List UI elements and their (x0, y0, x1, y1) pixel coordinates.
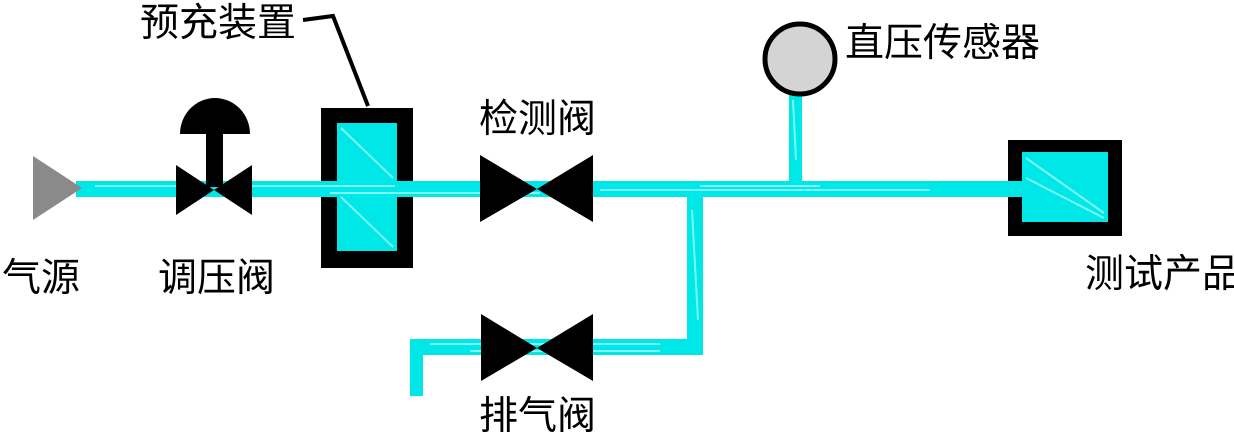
valves (176, 98, 593, 381)
exhaust-bowtie-left (481, 314, 537, 381)
precharge-leader-line (302, 13, 370, 107)
test-product-label: 测试产品 (1085, 253, 1234, 296)
exhaust-valve (481, 314, 593, 381)
gas-source-arrow (33, 156, 82, 220)
test-product-chamber (1022, 152, 1108, 222)
regulator-stem (206, 131, 223, 187)
regulator-valve (176, 98, 252, 215)
vertical-pipe-streaks (691, 99, 797, 321)
pipe-highlights (95, 99, 1105, 352)
regulator-bowtie-right (214, 165, 252, 215)
regulator-valve-label: 调压阀 (158, 257, 275, 300)
pressure-sensor-label: 直压传感器 (845, 22, 1040, 65)
detection-bowtie-left (480, 155, 537, 222)
test-product-streaks (1025, 157, 1105, 219)
exhaust-outlet-pipe (410, 339, 423, 396)
gas-source-label: 气源 (2, 257, 80, 300)
detection-valve (480, 155, 593, 222)
precharge-streaks (340, 127, 394, 248)
exhaust-valve-label: 排气阀 (479, 395, 596, 432)
regulator-dome (180, 98, 250, 134)
detection-valve-label: 检测阀 (479, 98, 596, 141)
regulator-bowtie-left (176, 165, 214, 215)
pressure-sensor-gauge (762, 21, 838, 97)
detection-bowtie-right (537, 155, 593, 222)
precharge-device-label: 预充装置 (140, 2, 296, 45)
test-product (1008, 140, 1122, 236)
exhaust-bowtie-right (537, 314, 593, 381)
